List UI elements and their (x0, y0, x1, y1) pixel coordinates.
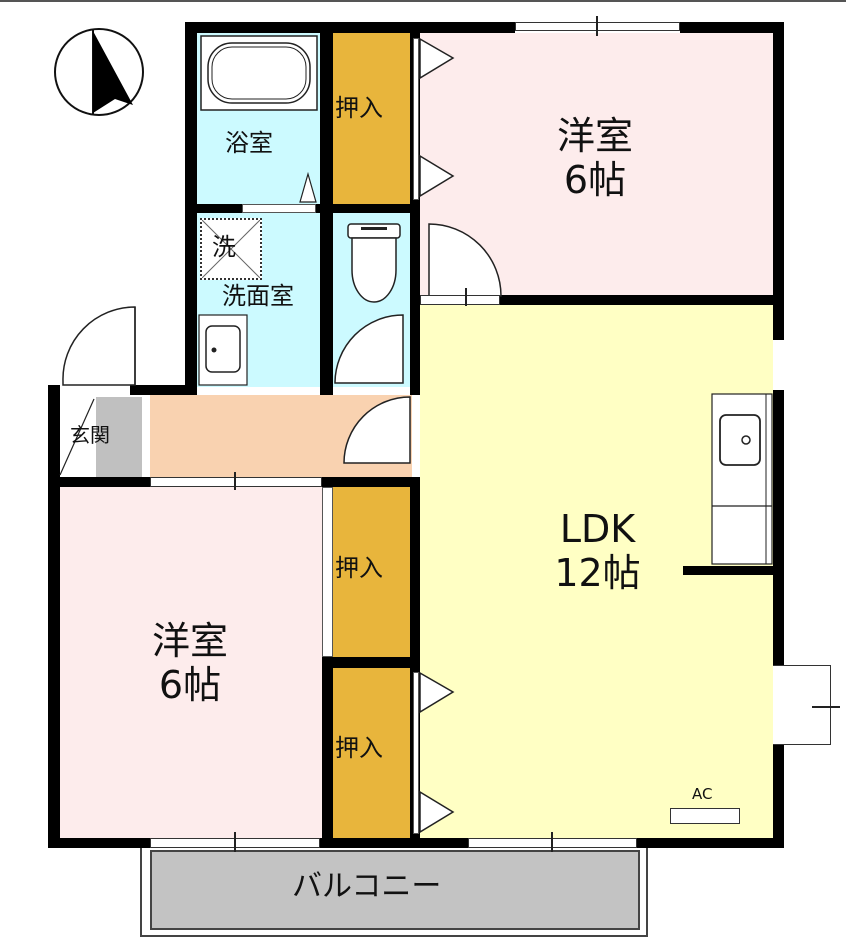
closet-top-label: 押入 (335, 94, 383, 122)
ac-unit (670, 808, 740, 824)
wall (48, 838, 150, 848)
window-tick (596, 16, 598, 36)
folding-door-icon[interactable] (419, 38, 455, 198)
kitchen-counter (711, 393, 773, 565)
ldk-door[interactable] (340, 395, 412, 467)
window-tick (551, 832, 553, 852)
toilet-icon (347, 223, 401, 303)
wall (322, 477, 420, 487)
bathtub-icon (200, 35, 318, 111)
wall (320, 838, 468, 848)
washroom-label: 洗面室 (222, 282, 294, 310)
window-tick (234, 832, 236, 852)
kitchen-partition-wall (683, 566, 773, 575)
western-door-frame (420, 295, 500, 305)
wall (773, 745, 784, 848)
closet-door-strip (413, 672, 419, 834)
closet-bottom (333, 668, 410, 840)
wall (197, 204, 242, 213)
ldk-label: LDK 12帖 (535, 507, 660, 595)
closet-bottom-label: 押入 (335, 734, 383, 762)
compass (53, 27, 145, 117)
closet-top (333, 33, 410, 205)
laundry-space: 洗 (200, 218, 262, 280)
wall (322, 657, 420, 668)
bath-label: 浴室 (225, 129, 273, 157)
sliding-door[interactable] (150, 477, 322, 487)
room-name: LDK (559, 507, 636, 551)
wall (637, 838, 784, 848)
ac-label: AC (692, 785, 713, 803)
western-top-label: 洋室 6帖 (540, 114, 650, 202)
entrance-diagonal (58, 397, 96, 477)
room-size: 12帖 (554, 550, 641, 595)
wall (130, 385, 197, 395)
laundry-label: 洗 (212, 233, 236, 261)
closet-mid (333, 487, 410, 658)
closet-door-strip (413, 38, 419, 200)
washbasin-icon (198, 314, 248, 386)
wall (316, 204, 420, 213)
window-tick (812, 706, 840, 708)
room-name: 洋室 (556, 114, 633, 158)
top-border-line (0, 0, 846, 2)
wall (500, 295, 783, 305)
wall (185, 22, 197, 395)
room-size: 6帖 (158, 662, 222, 707)
closet-sliding-door[interactable] (322, 487, 333, 657)
balcony-rail (140, 845, 648, 937)
wall (680, 22, 783, 33)
wall (773, 22, 784, 340)
north-arrow-icon (54, 28, 144, 116)
western-bottom-label: 洋室 6帖 (135, 619, 245, 707)
room-size: 6帖 (563, 157, 627, 202)
western-top-door[interactable] (425, 222, 503, 302)
balcony (150, 850, 640, 930)
bay-window (773, 665, 831, 745)
western-room-bottom (58, 487, 322, 840)
closet-mid-label: 押入 (335, 554, 383, 582)
door-tick (465, 288, 467, 306)
wall (185, 22, 515, 33)
room-name: 洋室 (151, 619, 228, 663)
wall (322, 657, 333, 848)
entrance-step (96, 397, 142, 477)
bath-sliding-door[interactable] (242, 204, 316, 213)
folding-door-icon[interactable] (419, 672, 455, 834)
bath-door-icon[interactable] (298, 172, 318, 204)
wall (48, 385, 60, 848)
wall (773, 390, 784, 665)
entrance-label: 玄関 (70, 423, 110, 447)
entrance-door[interactable] (60, 305, 140, 387)
toilet-door[interactable] (333, 313, 410, 387)
balcony-label: バルコニー (292, 869, 442, 904)
door-tick (234, 472, 236, 490)
wall (48, 477, 150, 487)
